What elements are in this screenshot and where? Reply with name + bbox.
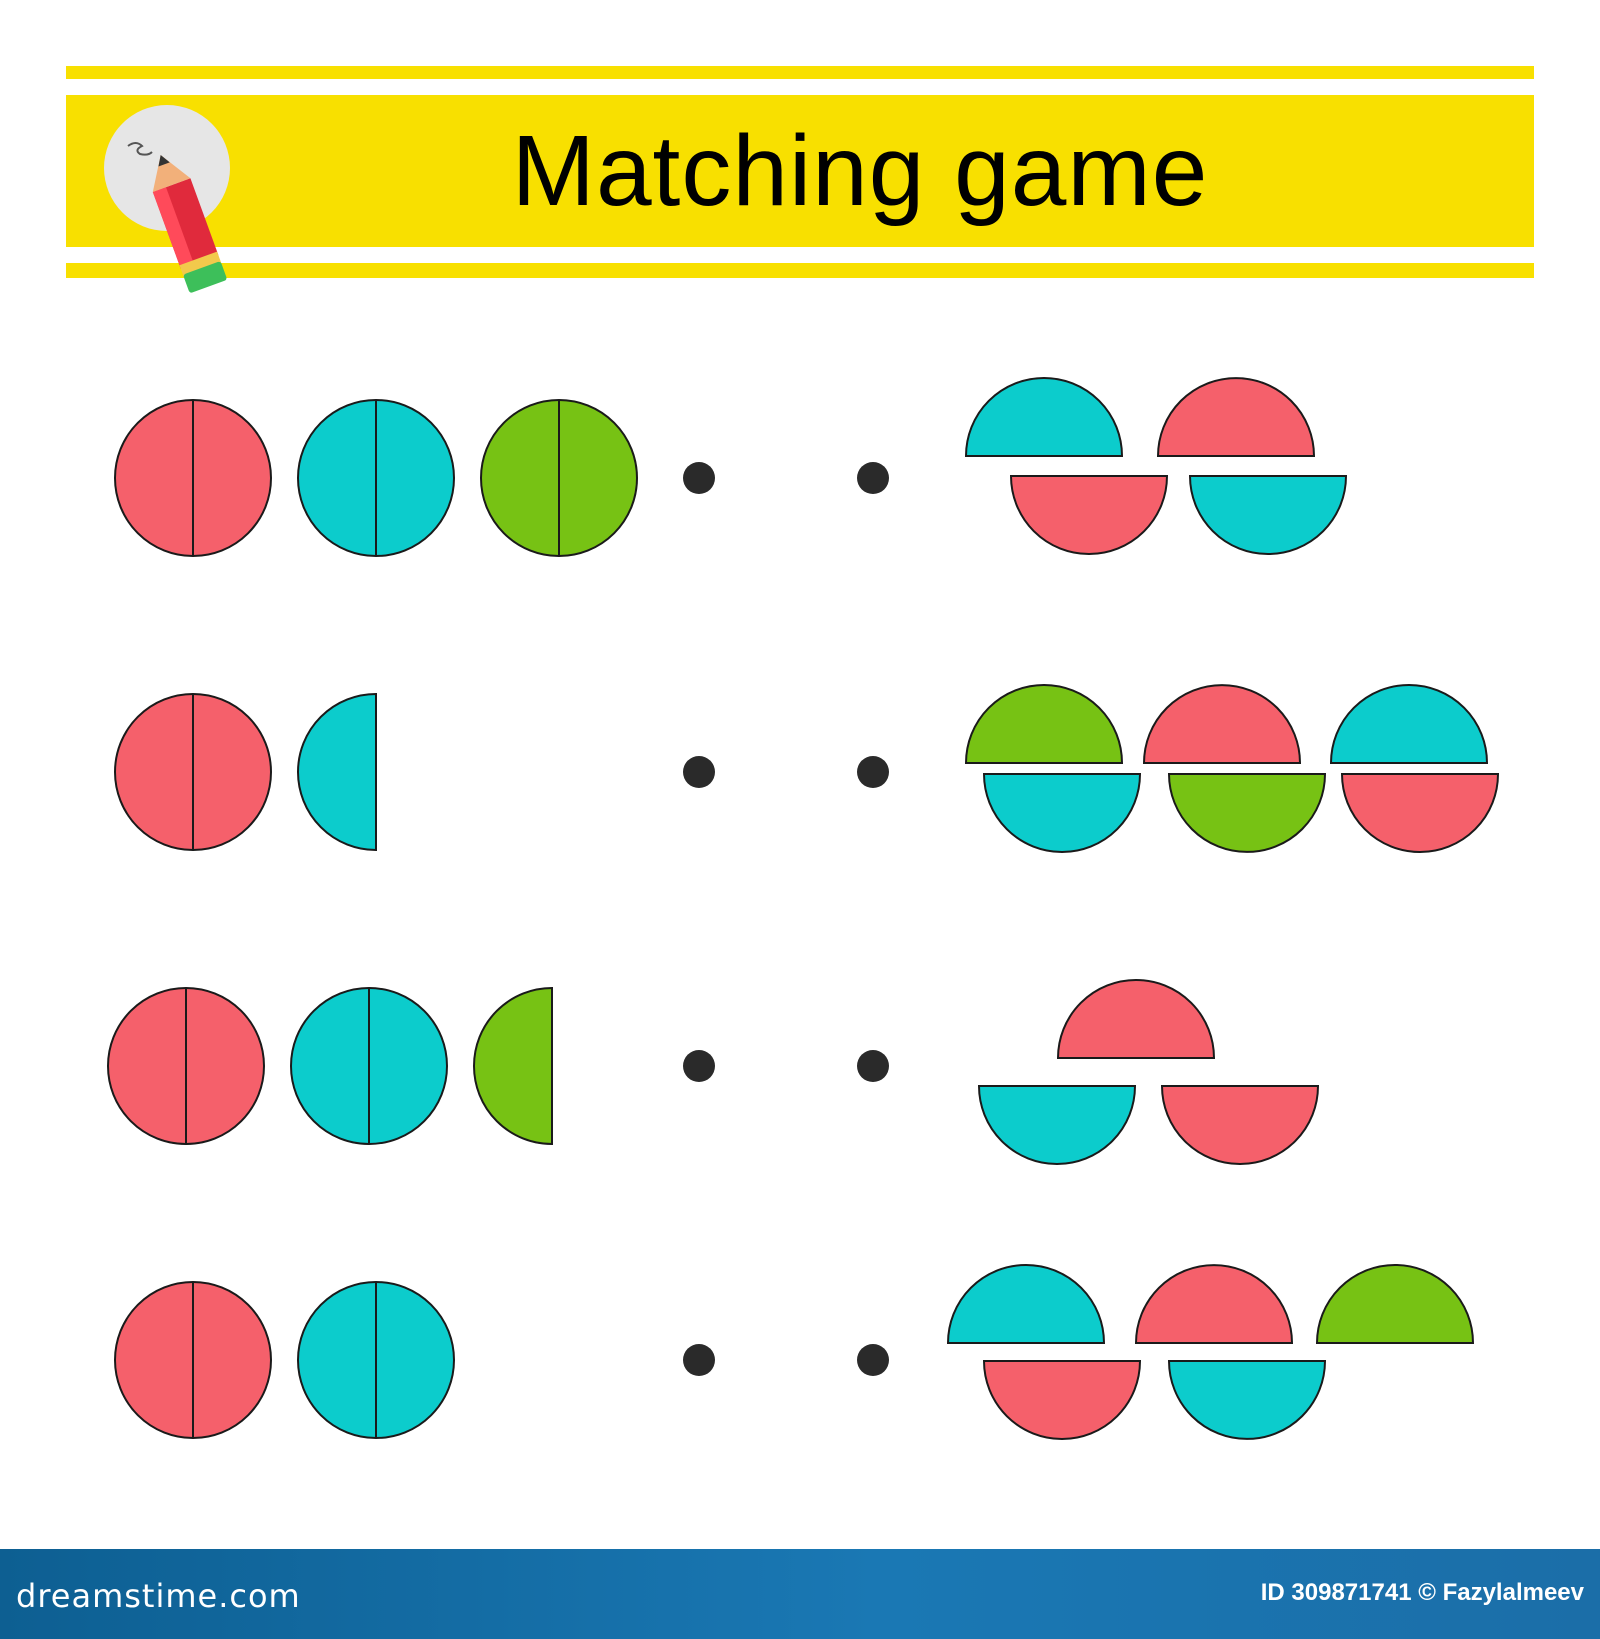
row-2-left-dot[interactable] (683, 756, 715, 788)
row-4-right-dot[interactable] (857, 1344, 889, 1376)
row-2-left-cyan-half (297, 692, 377, 852)
row-4-bottom-half-2 (1167, 1360, 1327, 1440)
matching-board (107, 377, 1500, 1440)
row-4-top-half-2 (1134, 1264, 1294, 1344)
row-2-bottom-half-1 (982, 773, 1142, 853)
row-2-top-half-2 (1142, 684, 1302, 764)
page-title: Matching game (511, 114, 1209, 227)
footer-credit: ID 309871741 © Fazylalmeev (1260, 1579, 1584, 1606)
row-2-bottom-half-3 (1340, 773, 1500, 853)
row-4-left-dot[interactable] (683, 1344, 715, 1376)
row-4-top-half-1 (946, 1264, 1106, 1344)
banner-title-band (66, 95, 1534, 247)
pencil-icon (104, 105, 230, 293)
row-4-bottom-half-1 (982, 1360, 1142, 1440)
row-4-top-half-3 (1315, 1264, 1475, 1344)
row-1-left-dot[interactable] (683, 462, 715, 494)
row-1-top-half-2 (1156, 377, 1316, 457)
row-3-bottom-half-1 (977, 1085, 1137, 1165)
row-2-bottom-half-2 (1167, 773, 1327, 853)
row-3-right-dot[interactable] (857, 1050, 889, 1082)
row-2-top-half-1 (964, 684, 1124, 764)
banner-bottom-stripe (66, 263, 1534, 278)
row-2-right-dot[interactable] (857, 756, 889, 788)
row-1-bottom-half-1 (1009, 475, 1169, 555)
banner-top-stripe (66, 66, 1534, 79)
row-1-right-dot[interactable] (857, 462, 889, 494)
footer-brand: dreamstime.com (16, 1577, 301, 1615)
row-3-bottom-half-2 (1160, 1085, 1320, 1165)
row-3-left-dot[interactable] (683, 1050, 715, 1082)
footer-bar: dreamstime.com ID 309871741 © Fazylalmee… (0, 1549, 1600, 1639)
row-1-top-half-1 (964, 377, 1124, 457)
row-3-top-half-1 (1056, 979, 1216, 1059)
row-3-left-green-half (473, 986, 553, 1146)
row-2-top-half-3 (1329, 684, 1489, 764)
title-banner: Matching game (66, 66, 1534, 278)
row-1-bottom-half-2 (1188, 475, 1348, 555)
